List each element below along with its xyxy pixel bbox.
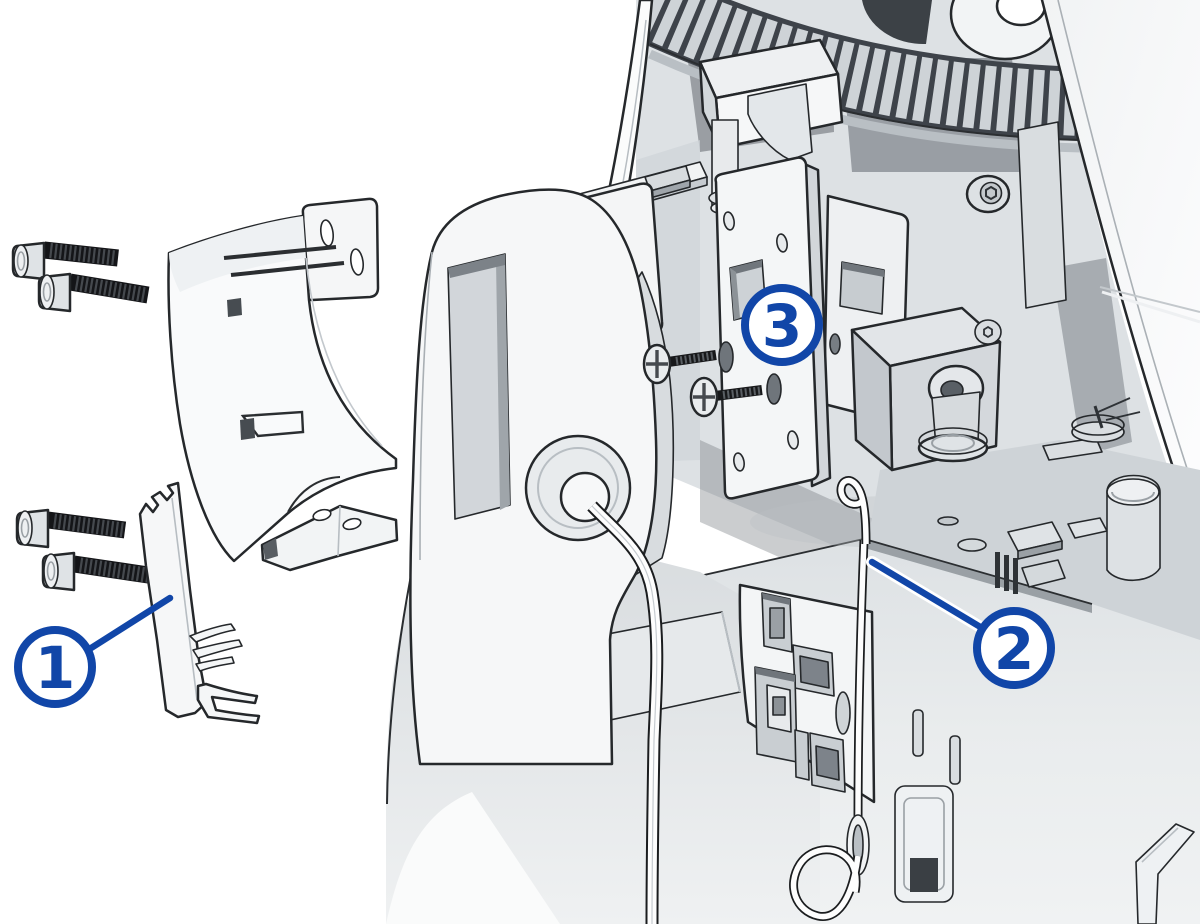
callout-1-leader <box>84 594 174 654</box>
bracket-part-1 <box>138 481 261 725</box>
phillips-screw <box>642 343 717 385</box>
cover-shield <box>167 197 399 572</box>
callout-2-circle <box>973 607 1055 689</box>
callout-2-leader <box>868 558 986 632</box>
hinge-block <box>698 38 844 215</box>
socket-screw <box>15 508 127 549</box>
callout-1-number: 1 <box>35 634 75 702</box>
hatch-recess <box>894 785 954 903</box>
socket-screw <box>41 551 157 592</box>
socket-screw <box>11 241 119 281</box>
support-post <box>1017 121 1067 309</box>
housing-right-shell <box>1040 0 1200 548</box>
port-slot <box>794 729 810 781</box>
corner-fin <box>1135 823 1195 924</box>
bracket-tines <box>189 623 243 672</box>
circuit-components <box>937 437 1108 594</box>
retainer-cable <box>789 476 871 922</box>
oval-hole <box>835 691 851 735</box>
port-cutout-wide <box>792 644 835 697</box>
bracket-fork <box>196 682 261 725</box>
main-cable <box>587 501 664 924</box>
hex-bolt-small <box>974 319 1002 345</box>
cable-hook <box>836 476 871 545</box>
callout-1-circle <box>14 626 96 708</box>
callout-2: 2 <box>866 556 1055 689</box>
motor-assembly <box>822 121 1141 472</box>
cover-bottom-bracket <box>260 504 399 572</box>
right-foot-washer <box>1071 397 1141 443</box>
cable-loop <box>789 845 863 922</box>
socket-screw <box>37 272 150 313</box>
hex-bolt <box>965 174 1011 214</box>
screws-upper <box>11 241 150 313</box>
screw-hole <box>718 341 734 373</box>
port-cutout-square <box>754 666 798 763</box>
callout-1: 1 <box>14 594 174 708</box>
plate3-screws <box>642 343 763 418</box>
screw-hole <box>766 373 782 405</box>
callout-3: 3 <box>741 284 823 366</box>
port-cutout-small <box>761 592 793 653</box>
callout-3-circle <box>741 284 823 366</box>
ports-panel <box>738 583 876 804</box>
callout-3-number: 3 <box>762 292 802 360</box>
callout-2-number: 2 <box>994 615 1034 683</box>
rounded-cup <box>1106 474 1161 581</box>
phillips-screw <box>689 376 763 418</box>
arm-window <box>447 253 511 520</box>
port-cutout-lower <box>809 732 846 793</box>
front-face-details <box>894 709 961 903</box>
idler-roller <box>862 0 1061 61</box>
screws-lower <box>15 508 157 592</box>
standoff-foot <box>917 364 989 463</box>
